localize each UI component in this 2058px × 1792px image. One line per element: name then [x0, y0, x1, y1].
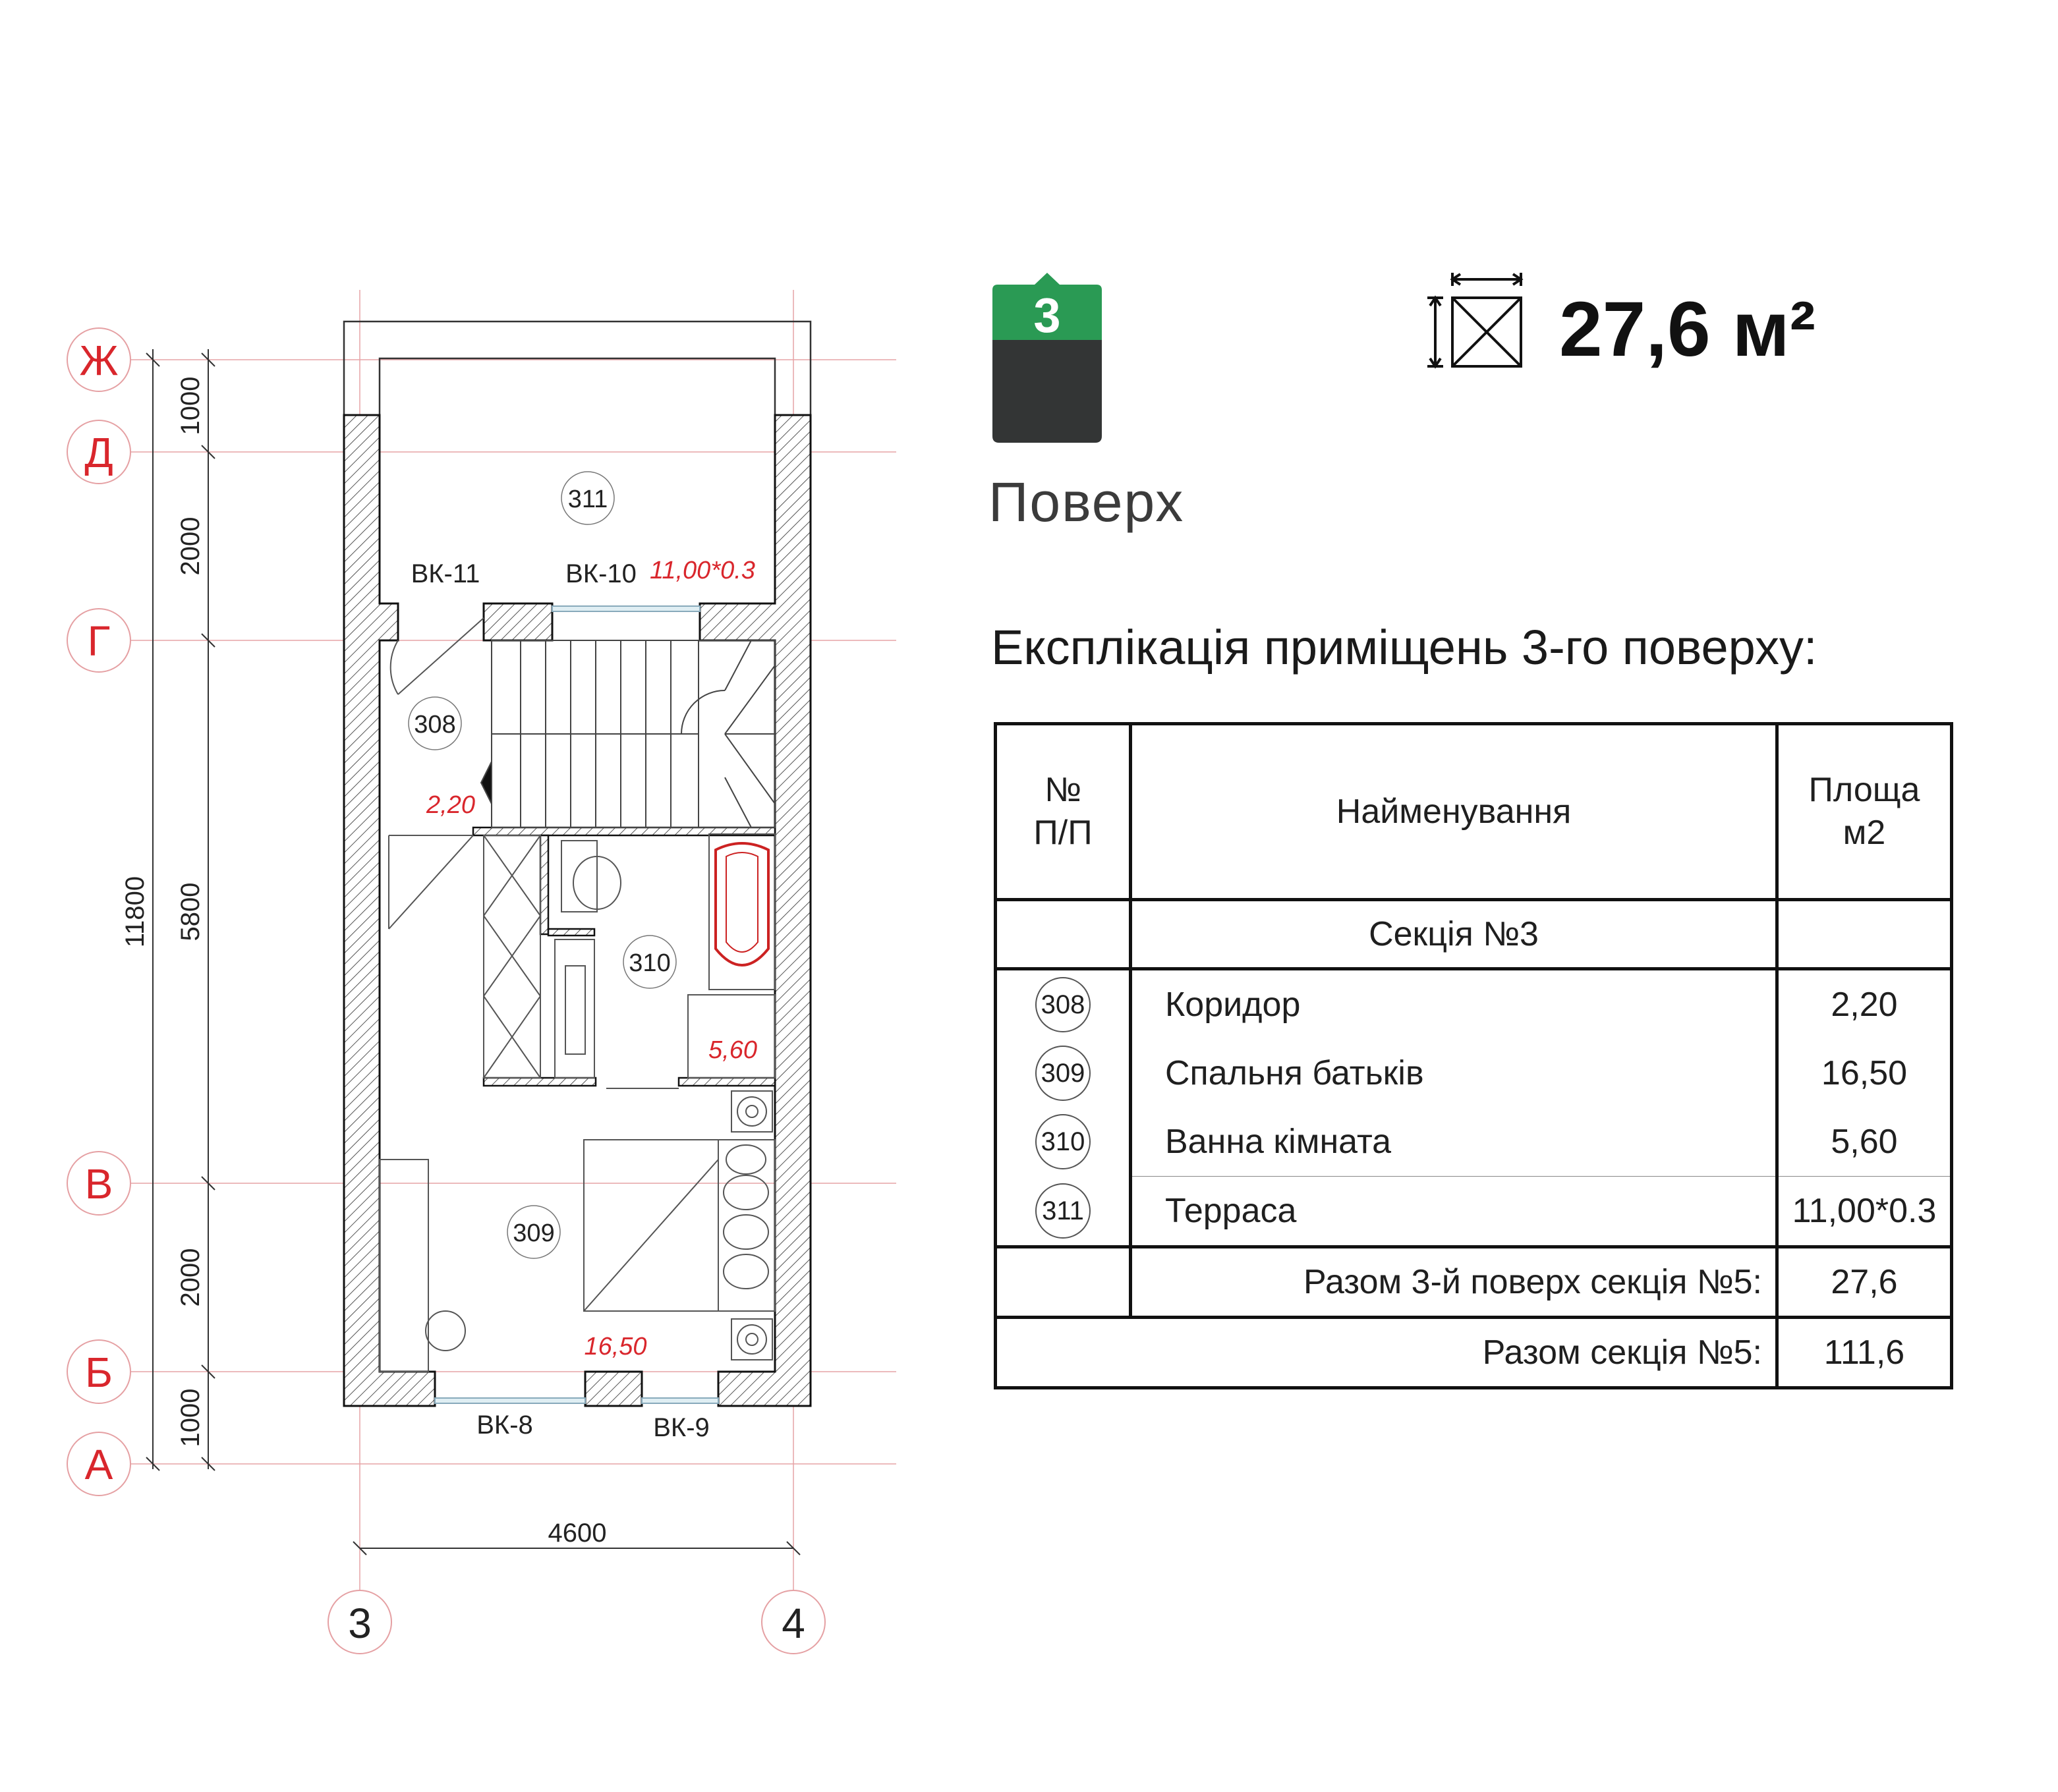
room-310-area: 5,60 [708, 1036, 757, 1064]
room-area: 11,00*0.3 [1775, 1176, 1953, 1248]
explication-title: Експлікація приміщень 3-го поверху: [991, 620, 1817, 675]
table-header-row: № П/П Найменування Площа м2 [994, 722, 1953, 901]
room-308-area: 2,20 [426, 791, 475, 819]
room-name: Спальня батьків [1129, 1039, 1779, 1107]
table-row: 310 Ванна кімната 5,60 [994, 1107, 1953, 1177]
dim-11800: 11800 [121, 876, 150, 947]
floor-number: 3 [1033, 288, 1060, 343]
dim-2000-top: 2000 [176, 517, 205, 576]
window-vk-10: ВК-10 [565, 559, 637, 588]
table-row: 309 Спальня батьків 16,50 [994, 1039, 1953, 1107]
room-number-badge: 310 [1035, 1114, 1091, 1170]
axis-label-a: А [85, 1441, 113, 1488]
bedroom-furniture [379, 1090, 776, 1372]
floor-badge: 3 [992, 273, 1102, 443]
section-total-label: Разом секція №5: [994, 1316, 1779, 1389]
axis-label-4: 4 [782, 1600, 805, 1647]
room-number-badge: 311 [1035, 1183, 1091, 1239]
floor-total-label: Разом 3-й поверх секція №5: [1129, 1245, 1779, 1319]
window-vk-8: ВК-8 [476, 1411, 533, 1440]
header-no: № П/П [994, 722, 1132, 901]
header-name: Найменування [1129, 722, 1779, 901]
floor-label: Поверх [988, 471, 1185, 533]
table-row: 311 Терраса 11,00*0.3 [994, 1176, 1953, 1248]
room-number-badge: 308 [1035, 977, 1091, 1032]
room-area: 5,60 [1775, 1107, 1953, 1177]
floor-total-value: 27,6 [1775, 1245, 1953, 1319]
room-name: Терраса [1129, 1176, 1779, 1248]
room-311-number: 311 [568, 486, 608, 513]
floor-total-row: Разом 3-й поверх секція №5: 27,6 [994, 1245, 1953, 1319]
terrace-outline [343, 320, 812, 415]
room-310-number: 310 [629, 949, 670, 977]
wardrobe [483, 835, 541, 1078]
section-total-row: Разом секція №5: 111,6 [994, 1316, 1953, 1389]
room-309-area: 16,50 [584, 1333, 646, 1360]
dim-5800: 5800 [176, 883, 205, 941]
room-area: 2,20 [1775, 968, 1953, 1039]
axis-label-d: Д [84, 429, 113, 476]
dim-1000-bottom: 1000 [176, 1389, 205, 1447]
dim-1000-top: 1000 [176, 377, 205, 435]
axis-label-3: 3 [348, 1600, 372, 1647]
room-name: Коридор [1129, 968, 1779, 1039]
axis-bubbles [67, 327, 826, 1654]
staircase [480, 640, 776, 828]
room-name: Ванна кімната [1129, 1107, 1779, 1177]
section-row: Секція №3 [994, 898, 1953, 970]
axis-label-zh: Ж [79, 337, 118, 384]
room-area: 16,50 [1775, 1039, 1953, 1107]
interior-partitions [472, 826, 776, 1087]
dim-2000-bottom: 2000 [176, 1248, 205, 1307]
corridor-doors [388, 617, 484, 930]
total-area: 27,6 м² [1559, 286, 1816, 373]
bathroom-fixtures [554, 833, 776, 1089]
room-309-number: 309 [513, 1219, 554, 1247]
dim-4600: 4600 [548, 1519, 607, 1548]
window-vk-11: ВК-11 [411, 559, 480, 588]
section-total-value: 111,6 [1775, 1316, 1953, 1389]
table-row: 308 Коридор 2,20 [994, 968, 1953, 1039]
room-308-number: 308 [414, 711, 455, 739]
axis-label-v: В [85, 1160, 113, 1208]
floor-plan: Ж Д Г В Б А 3 4 1000 2000 5800 2000 1000… [67, 290, 896, 1654]
section-name: Секція №3 [1129, 898, 1779, 970]
axis-label-b: Б [85, 1349, 113, 1396]
axis-label-h: Г [88, 617, 111, 665]
windows [434, 605, 719, 1404]
room-311-area: 11,00*0.3 [650, 557, 755, 584]
window-vk-9: ВК-9 [653, 1413, 710, 1442]
room-number-badge: 309 [1035, 1046, 1091, 1101]
header-area: Площа м2 [1775, 722, 1953, 901]
dimension-lines [146, 349, 801, 1555]
area-icon [1427, 273, 1524, 369]
explication-table: № П/П Найменування Площа м2 Секція №3 30… [994, 722, 1953, 1389]
exterior-walls [343, 414, 812, 1407]
